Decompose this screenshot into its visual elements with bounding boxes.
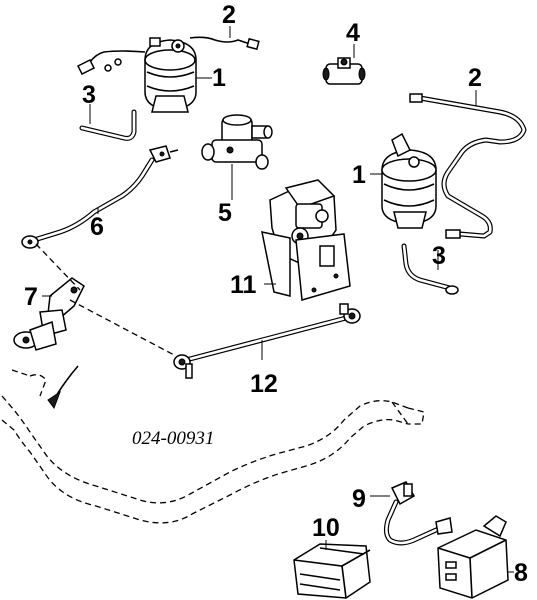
dashed-link-1: [35, 243, 81, 291]
callout-10: 10: [312, 514, 340, 542]
callout-5: 5: [218, 199, 232, 227]
dashed-link-2: [69, 299, 177, 357]
callout-6: 6: [90, 213, 104, 241]
callout-12: 12: [250, 370, 278, 398]
callout-2b: 2: [468, 64, 482, 92]
air-spring-left: [144, 37, 197, 113]
tee-fitting: [322, 57, 366, 85]
callout-8: 8: [514, 559, 528, 587]
callout-3a: 3: [82, 81, 96, 109]
valve-block: [201, 114, 273, 170]
callout-11: 11: [230, 271, 257, 299]
callout-7: 7: [24, 283, 38, 311]
link-rod: [21, 145, 179, 249]
control-module: [293, 543, 371, 599]
bracket-rod-left: [79, 109, 137, 141]
sway-bar-bracket: [13, 277, 85, 410]
sensor-tube-right: [409, 93, 527, 239]
figure-part-number: 024-00931: [132, 428, 214, 449]
bracket-rod-right: [401, 243, 459, 295]
callout-2a: 2: [222, 1, 236, 29]
callout-1b: 1: [352, 161, 366, 189]
height-sensor: [261, 179, 351, 301]
air-spring-right: [381, 132, 437, 229]
stabilizer-bar: [1, 369, 425, 524]
callout-3b: 3: [432, 242, 446, 270]
callout-1a: 1: [212, 64, 226, 92]
sensor-harness-top: [76, 36, 260, 76]
callout-4: 4: [346, 19, 360, 47]
sensor-wire: [383, 481, 453, 546]
end-link: [173, 303, 361, 379]
relay-module: [437, 515, 509, 599]
callout-9: 9: [352, 485, 366, 513]
